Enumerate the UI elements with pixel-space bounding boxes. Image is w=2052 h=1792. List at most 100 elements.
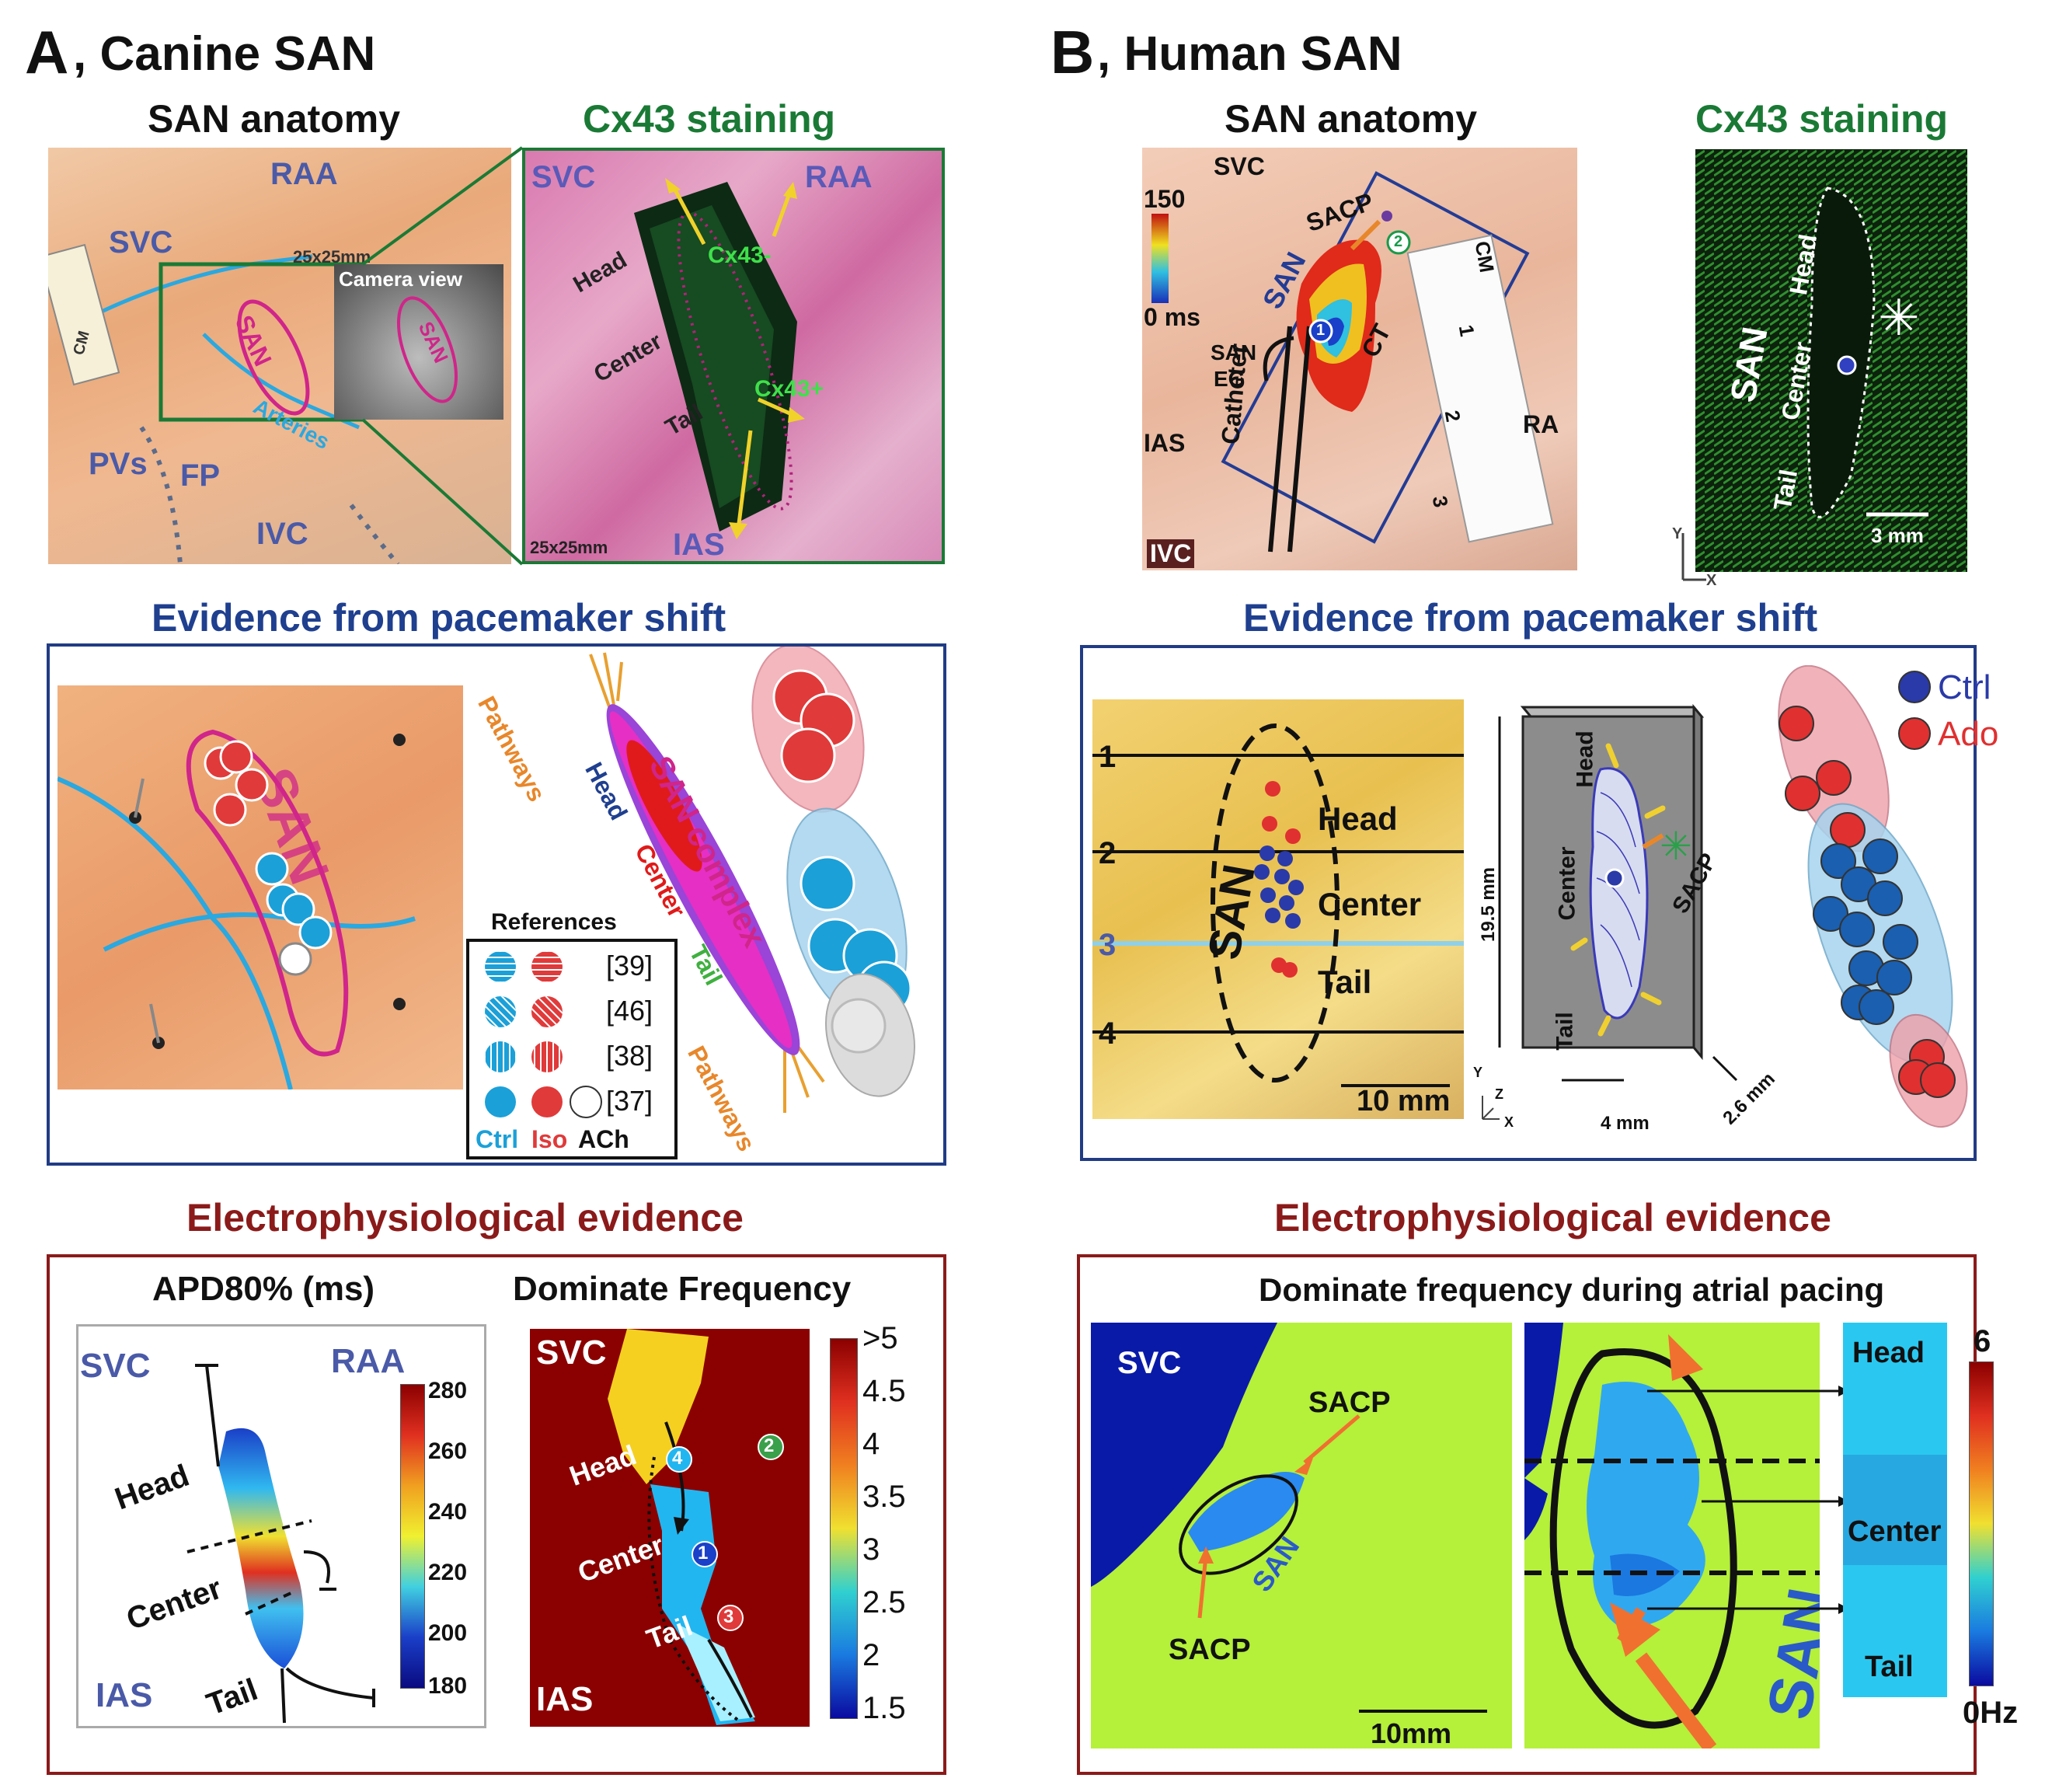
a-cx43-title: Cx43 staining [583,97,836,141]
ach-ref-site [831,998,887,1054]
b-df-region-head [1843,1323,1947,1455]
a-df-site-3-label: 3 [723,1606,734,1627]
panel-b-title: , Human SAN [1097,27,1402,81]
site-ctrl-solid [281,892,315,926]
b-3d-axis-y: Y [1473,1065,1483,1080]
ctrl-cluster-site [1839,912,1875,947]
b-shift-line-3: 3 [1099,928,1117,962]
a-df-tick-7: 2 [862,1638,880,1672]
b-df-map-full: SVC SACP SACP SAN 10mm [1091,1323,1512,1748]
ctrl-cluster-site [1862,838,1898,874]
b-anat-scale-min: 0 ms [1144,303,1200,331]
a-df-ias-label: IAS [536,1680,594,1718]
panel-a-title: , Canine SAN [73,27,376,81]
site-ctrl-horizontal [255,852,289,886]
b-cx43-title: Cx43 staining [1695,97,1949,141]
apd-tick-5: 200 [428,1620,468,1646]
a-ep-title: Electrophysiological evidence [186,1196,744,1239]
site-iso-vertical [219,740,253,774]
apd-svc-label: SVC [80,1347,151,1385]
a-df-title: Dominate Frequency [513,1270,852,1308]
b-df-arrows [1647,1386,1849,1614]
a-cx43-size-label: 25x25mm [530,538,608,557]
panel-b-letter: B [1050,18,1095,86]
ref-ctrl-label: Ctrl [476,1125,519,1153]
a-svc-label: SVC [109,225,173,260]
a-shift-photo: SAN [57,685,463,1089]
a-cx43-ias-label: IAS [673,528,725,562]
b-df-region-center [1843,1455,1947,1565]
ctrl-cluster-site [1813,896,1848,932]
b-cluster-legend-markers [1898,671,1931,750]
b-df-head-label: Head [1852,1337,1925,1369]
a-df-colorbar [830,1338,858,1719]
a-san-complex-diagram [589,647,916,1113]
b-df-sacp-top-label: SACP [1308,1386,1391,1419]
a-df-site-1-label: 1 [698,1543,709,1564]
ctrl-site [1279,895,1294,911]
apd-tick-6: 180 [428,1673,468,1699]
b-anatomy-title: SAN anatomy [1225,97,1478,141]
b-3d-axis-x: X [1504,1114,1514,1130]
b-anat-ivc-label: IVC [1147,539,1195,568]
b-legend-ado-label: Ado [1938,715,1999,753]
ctrl-cluster-site [1867,880,1903,916]
b-3d-tail-label: Tail [1552,1012,1578,1051]
b-shift-head-label: Head [1318,800,1398,837]
ado-cluster-site [1920,1062,1956,1098]
a-df-site-3 [717,1605,744,1631]
b-df-map-zoom: SAN [1524,1323,1820,1748]
b-df-sacp-bottom-label: SACP [1169,1633,1251,1666]
ctrl-site [1274,869,1290,884]
a-ep-box [47,1254,946,1775]
apd-ias-label: IAS [96,1676,153,1714]
b-cx43-asterisk-icon: ✳ [1878,290,1920,346]
b-cx43-x-label: X [1706,572,1717,589]
b-shift-title: Evidence from pacemaker shift [1243,596,1818,640]
panel-a-letter: A [25,18,69,86]
b-df-colorbar [1969,1361,1994,1686]
ctrl-cluster-site [1876,960,1912,995]
a-pvs-label: PVs [89,447,148,481]
apd-colorbar [400,1384,425,1689]
ref-ach-label: ACh [578,1125,629,1153]
ref-row-2: [46] [606,995,653,1027]
b-df-tail-label: Tail [1865,1651,1914,1683]
ctrl-cluster-site [1820,843,1856,879]
b-df-title: Dominate frequency during atrial pacing [1259,1271,1885,1308]
ref-iso-label: Iso [531,1125,568,1153]
b-anat-site-1-label: 1 [1316,322,1326,339]
ctrl-site [1259,845,1275,861]
a-df-tick-3: 4 [862,1427,880,1461]
iso-ref-site-3 [780,727,836,783]
b-shift-scale-label: 10 mm [1357,1085,1451,1117]
ado-cluster-site [1830,812,1866,848]
a-ivc-label: IVC [256,517,308,551]
ref-row-4: [37] [606,1085,653,1117]
b-cx43-scale-label: 3 mm [1871,524,1924,547]
ctrl-site [1288,880,1304,895]
site-iso-diagonal [235,768,269,802]
b-shift-line-2: 2 [1099,836,1117,870]
apd-tick-2: 260 [428,1438,468,1464]
b-cx43-y-label: Y [1672,525,1683,542]
b-shift-box [1080,645,1977,1161]
a-anatomy-photo: RAA SVC PVs FP IVC SAN Arteries 25x25mm … [48,148,511,564]
a-df-map: 4 2 1 3 SVC IAS Head Center Tail [530,1329,810,1727]
ado-site [1265,781,1280,797]
b-3d-asterisk-icon: ✳ [1660,825,1692,868]
b-3d-dim-w: 4 mm [1601,1113,1650,1134]
b-anatomy-photo: SVC 150 0 ms SACP SAN SAN EG CT IAS Cath… [1142,148,1577,570]
a-df-tick-4: 3.5 [862,1480,906,1514]
b-shift-line-1: 1 [1099,740,1117,774]
b-anatomy-site-2 [1386,230,1411,255]
site-ctrl-diagonal [298,915,333,950]
apd-raa-label: RAA [331,1342,406,1380]
b-3d-model [1482,703,1738,1120]
ref-row-3: [38] [606,1040,653,1072]
b-shift-tail-label: Tail [1318,964,1372,1000]
ado-cluster-site [1785,776,1820,811]
apd-tick-1: 280 [428,1378,468,1403]
b-3d-head-label: Head [1572,730,1598,788]
ctrl-site [1277,851,1293,866]
